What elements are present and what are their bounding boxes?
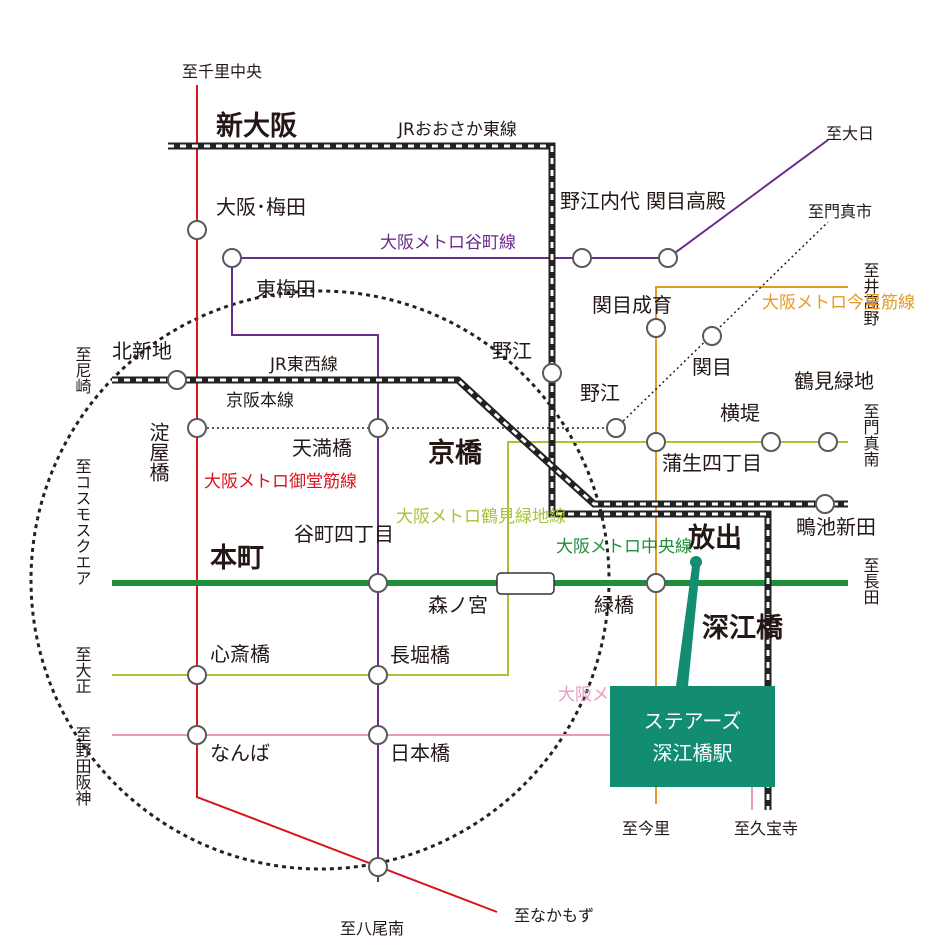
- station-osaka-umeda: [187, 220, 207, 240]
- line-label-imazatosuji: 大阪メトロ今里筋線: [762, 293, 915, 313]
- dest-yao-minami: 至八尾南: [340, 919, 404, 938]
- label-shigino: 鴫池新田: [796, 515, 876, 539]
- station-kitashinchi: [167, 370, 187, 390]
- keihan-line-ext: [615, 221, 829, 429]
- line-label-keihan: 京阪本線: [226, 391, 294, 411]
- station-nagahoribashi: [368, 665, 388, 685]
- label-tsurumi-ryokuchi: 鶴見緑地: [794, 369, 874, 393]
- label-temmabashi: 天満橋: [292, 436, 352, 460]
- station-noe-jr: [542, 363, 562, 383]
- fukaebashi-marker-dot: [690, 556, 702, 568]
- dest-dainichi: 至大日: [826, 124, 874, 143]
- label-nipponbashi: 日本橋: [390, 741, 450, 765]
- station-sekime-takadono: [658, 248, 678, 268]
- line-label-nagahori-tsurumi: 大阪メトロ鶴見緑地線: [396, 507, 566, 527]
- label-gamo-4: 蒲生四丁目: [662, 451, 762, 475]
- line-label-tanimachi: 大阪メトロ谷町線: [380, 233, 516, 253]
- imazatosuji-line: [655, 286, 848, 804]
- label-nagahoribashi: 長堀橋: [390, 643, 450, 667]
- station-sekime-seiiku: [646, 318, 666, 338]
- label-shin-osaka: 新大阪: [216, 110, 297, 142]
- label-morinomiya: 森ノ宮: [428, 593, 488, 617]
- label-yodoyabashi: 淀屋橋: [146, 422, 170, 483]
- label-noe-jr: 野江: [492, 339, 532, 363]
- station-yokozutsumi: [761, 432, 781, 452]
- dest-amagasaki: 至尼崎: [73, 346, 92, 394]
- line-label-jr-osaka-higashi: JRおおさか東線: [397, 120, 517, 140]
- label-namba: なんば: [210, 741, 270, 765]
- line-label-chuo: 大阪メトロ中央線: [556, 537, 692, 557]
- dest-cosmo-square: 至コスモスクエア: [73, 458, 92, 586]
- label-hanaten: 放出: [687, 522, 742, 554]
- line-label-midosuji: 大阪メトロ御堂筋線: [204, 472, 357, 492]
- label-sekime-takadono: 関目高殿: [646, 189, 726, 213]
- jr-tozai-line: [112, 376, 848, 508]
- station-shinsaibashi: [187, 665, 207, 685]
- callout-line2: 深江橋駅: [652, 740, 733, 765]
- station-nipponbashi: [368, 725, 388, 745]
- dest-nakamozu: 至なかもず: [514, 906, 594, 925]
- label-sekime-seiiku: 関目成育: [592, 293, 672, 317]
- station-midoribashi: [646, 573, 666, 593]
- station-loop-south: [368, 857, 388, 877]
- label-yokozutsumi: 横堤: [720, 401, 760, 425]
- property-callout: ステアーズ 深江橋駅: [610, 686, 775, 787]
- label-hommachi: 本町: [210, 543, 264, 574]
- station-temmabashi: [368, 418, 388, 438]
- station-higashi-umeda: [222, 248, 242, 268]
- label-osaka-umeda: 大阪･梅田: [216, 195, 306, 219]
- midosuji-line: [196, 85, 498, 913]
- morinomiya-station-box: [496, 572, 555, 595]
- label-tanimachi-4: 谷町四丁目: [294, 522, 394, 546]
- station-noe: [606, 418, 626, 438]
- station-sekime: [702, 326, 722, 346]
- callout-pointer: [676, 566, 700, 686]
- station-gamo-4: [646, 432, 666, 452]
- label-higashi-umeda: 東梅田: [256, 277, 316, 301]
- label-sekime: 関目: [692, 355, 732, 379]
- dest-kadoma-minami: 至門真南: [861, 403, 880, 467]
- jr-osaka-higashi-line: [168, 142, 772, 810]
- station-noe-uchindai: [572, 248, 592, 268]
- dest-nagata: 至長田: [861, 557, 880, 605]
- label-fukaebashi: 深江橋: [702, 613, 784, 644]
- label-midoribashi: 緑橋: [594, 593, 634, 617]
- tanimachi-line-south: [231, 258, 379, 882]
- dest-senri-chuo: 至千里中央: [182, 62, 262, 81]
- nagahori-tsurumi-line: [112, 441, 848, 676]
- label-noe-uchindai: 野江内代: [560, 189, 640, 213]
- callout-line1: ステアーズ: [643, 708, 742, 733]
- line-label-jr-tozai: JR東西線: [269, 355, 338, 375]
- dest-taisho: 至大正: [73, 646, 92, 694]
- station-namba: [187, 725, 207, 745]
- station-tanimachi-4: [368, 573, 388, 593]
- station-yodoyabashi: [187, 418, 207, 438]
- dest-noda-hanshin: 至野田阪神: [73, 726, 92, 806]
- dest-kadoma-shi: 至門真市: [808, 202, 872, 221]
- dest-imazato: 至今里: [622, 819, 670, 838]
- tanimachi-line-north: [232, 139, 829, 259]
- label-kitashinchi: 北新地: [112, 339, 172, 363]
- dest-kubo-ji: 至久宝寺: [734, 819, 798, 838]
- station-shigino: [815, 494, 835, 514]
- station-tsurumi-ryokuchi: [818, 432, 838, 452]
- label-kyobashi: 京橋: [428, 437, 483, 469]
- label-shinsaibashi: 心斎橋: [210, 642, 270, 666]
- label-noe: 野江: [580, 381, 620, 405]
- dest-ikaritakano: 至井高野: [861, 262, 880, 326]
